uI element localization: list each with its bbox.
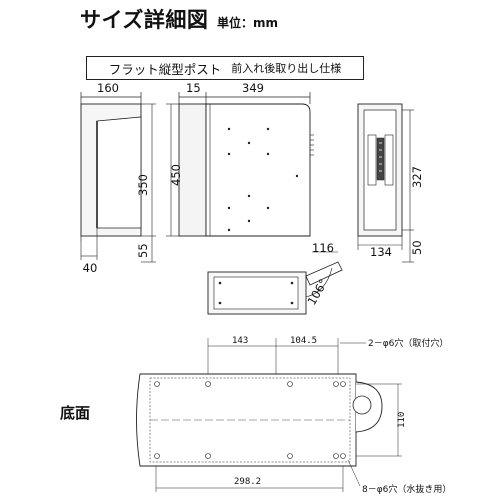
- side-view: 160 350 55 40: [80, 81, 156, 275]
- front-flange-label: 15: [186, 81, 201, 95]
- unit-label: 単位：mm: [217, 16, 279, 30]
- back-bottom-label: 50: [410, 240, 424, 255]
- bottom-view: 143 104.5 2－φ6穴（取付穴）: [136, 336, 451, 495]
- product-name: フラット縦型ポスト: [108, 61, 222, 77]
- bottom-depth-label: 110: [397, 412, 407, 428]
- bottom-total-label: 298.2: [234, 477, 261, 487]
- front-height-label: 450: [169, 164, 183, 186]
- mount-hole-note: 2－φ6穴（取付穴）: [368, 337, 448, 349]
- side-width-label: 160: [97, 81, 119, 95]
- back-width-label: 134: [370, 245, 392, 259]
- top-view: 116 106°: [207, 241, 343, 315]
- front-view: 15 349: [166, 81, 314, 237]
- side-height-label: 350: [136, 174, 150, 196]
- side-slot-label: 40: [83, 261, 98, 275]
- drain-hole-note: 8－φ6穴（水抜き用）: [362, 483, 451, 495]
- back-view: 134 327 50: [357, 103, 424, 263]
- product-spec-note: 前入れ後取り出し仕様: [231, 62, 342, 75]
- bottom-view-label: 底面: [60, 404, 91, 422]
- page-title: サイズ詳細図: [80, 8, 209, 32]
- side-bottom-label: 55: [136, 243, 150, 258]
- bottom-dim-right-label: 104.5: [290, 336, 317, 346]
- front-width-label: 349: [242, 81, 264, 95]
- top-opening-label: 116: [312, 241, 334, 255]
- product-caption-box: フラット縦型ポスト 前入れ後取り出し仕様: [86, 56, 364, 80]
- back-height-label: 327: [410, 166, 424, 188]
- bottom-dim-left-label: 143: [232, 336, 248, 346]
